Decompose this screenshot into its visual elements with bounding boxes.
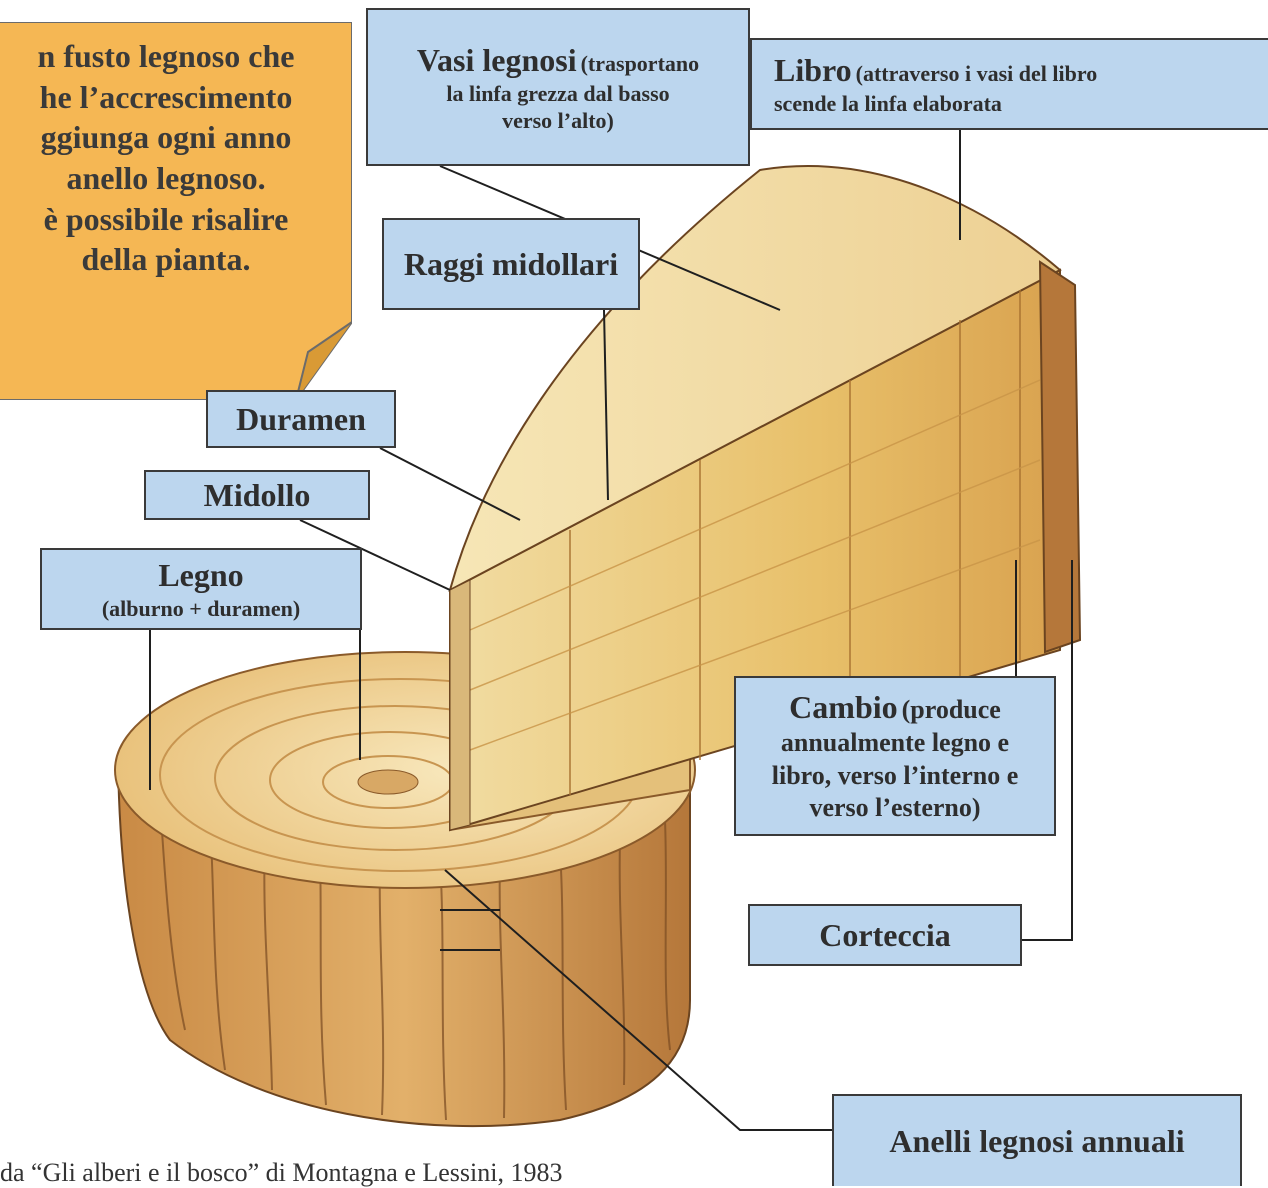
vasi-line3: verso l’alto)	[502, 107, 614, 135]
label-libro: Libro (attraverso i vasi del libro scend…	[750, 38, 1268, 130]
cambio-line4: verso l’esterno)	[809, 792, 980, 825]
cambio-line3: libro, verso l’interno e	[772, 760, 1018, 793]
vasi-line2: la linfa grezza dal basso	[446, 80, 669, 108]
libro-line1: (attraverso i vasi del libro	[856, 61, 1098, 86]
legno-sub: (alburno + duramen)	[102, 595, 300, 623]
cambio-line1: (produce	[902, 695, 1001, 724]
libro-title: Libro	[774, 52, 852, 88]
source-credit: da “Gli alberi e il bosco” di Montagna e…	[0, 1158, 562, 1188]
label-corteccia: Corteccia	[748, 904, 1022, 966]
label-duramen: Duramen	[206, 390, 396, 448]
info-note: n fusto legnoso che he l’accrescimento g…	[0, 22, 352, 400]
vasi-title: Vasi legnosi	[417, 42, 577, 78]
libro-line2: scende la linfa elaborata	[774, 90, 1002, 118]
note-text: n fusto legnoso che he l’accrescimento g…	[0, 36, 336, 280]
label-legno: Legno (alburno + duramen)	[40, 548, 362, 630]
legno-title: Legno	[158, 555, 243, 595]
label-midollo: Midollo	[144, 470, 370, 520]
vasi-line1: (trasportano	[581, 51, 700, 76]
label-cambio: Cambio (produce annualmente legno e libr…	[734, 676, 1056, 836]
label-vasi-legnosi: Vasi legnosi (trasportano la linfa grezz…	[366, 8, 750, 166]
cambio-title: Cambio	[789, 689, 897, 725]
label-anelli-legnosi-annuali: Anelli legnosi annuali	[832, 1094, 1242, 1186]
cambio-line2: annualmente legno e	[781, 727, 1009, 760]
label-raggi-midollari: Raggi midollari	[382, 218, 640, 310]
